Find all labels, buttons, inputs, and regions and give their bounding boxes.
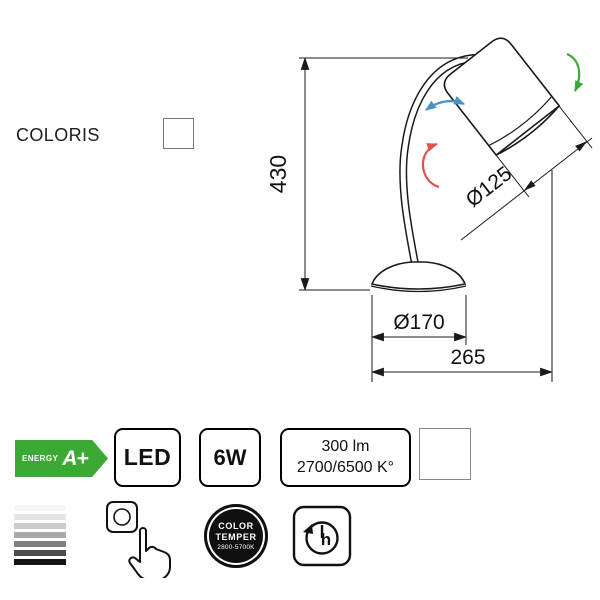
hand-icon [128, 527, 171, 578]
lamp-technical-drawing: 430 Ø125 Ø170 265 [265, 37, 593, 382]
color-temper-badge: COLOR TEMPER 2800-5700K [204, 504, 268, 568]
touch-dimmer-icon [106, 501, 171, 578]
lamp-arm [399, 54, 478, 278]
timer-hours-label: h [321, 530, 331, 549]
dimension-base-diameter: Ø170 [370, 295, 468, 382]
coloris-label: COLORIS [16, 125, 100, 145]
lumen-value: 300 lm [321, 437, 370, 455]
energy-class: A+ [62, 446, 88, 470]
color-temper-range: 2800-5700K [217, 543, 255, 551]
dim-level-bar [14, 541, 66, 547]
lamp-head [443, 37, 561, 157]
kelvin-value: 2700/6500 K° [296, 458, 395, 476]
dimension-height: 430 [265, 56, 468, 292]
rotate-arrow-icon [421, 142, 440, 189]
dim-head-diameter-label: Ø125 [462, 162, 517, 212]
dimension-total-depth: 265 [370, 170, 554, 382]
dim-level-bar [14, 532, 66, 538]
color-temper-line2: TEMPER [215, 531, 257, 542]
dim-total-depth-label: 265 [450, 346, 485, 369]
coloris-swatch [163, 118, 194, 149]
dim-level-bar [14, 559, 66, 565]
swivel-arrow-icon [425, 96, 466, 111]
dim-level-bar [14, 514, 66, 520]
energy-class-badge: ENERGY A+ [15, 440, 108, 477]
tilt-arrow-icon [566, 52, 584, 92]
energy-label: ENERGY [22, 454, 59, 463]
lumen-kelvin-badge: 300 lm 2700/6500 K° [280, 428, 411, 487]
wattage-badge: 6W [199, 428, 261, 487]
timer-icon: h [292, 505, 352, 567]
dim-level-bar [14, 523, 66, 529]
lamp-base [370, 261, 467, 293]
dim-level-bar [14, 550, 66, 556]
led-badge: LED [114, 428, 181, 487]
dim-height-label: 430 [265, 155, 291, 193]
dim-levels-icon [14, 505, 66, 565]
finish-swatch [419, 428, 471, 480]
dim-base-diameter-label: Ø170 [393, 311, 444, 334]
color-temper-line1: COLOR [218, 521, 254, 532]
dim-level-bar [14, 505, 66, 511]
